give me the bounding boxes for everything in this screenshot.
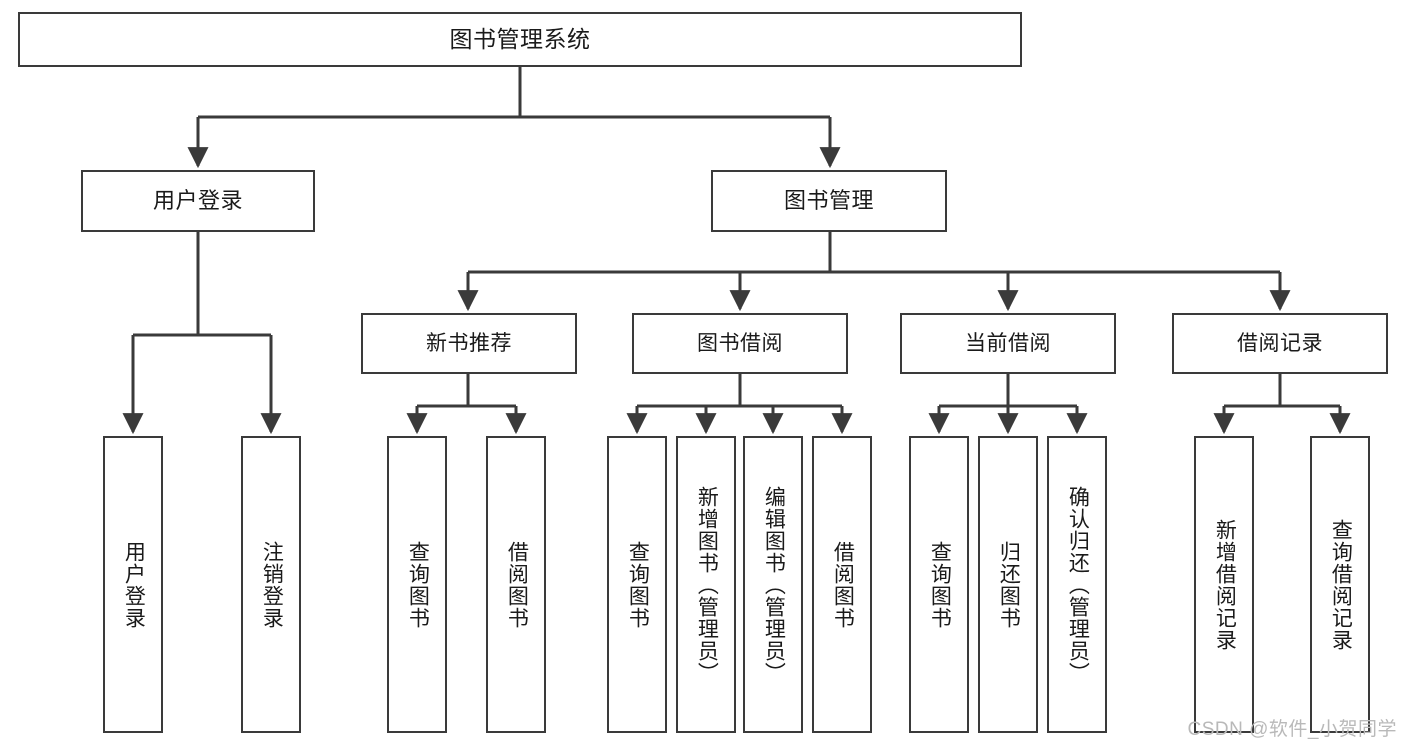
node-borrow-book-2[interactable]: 借阅图书 xyxy=(812,436,872,733)
node-borrow-record-label: 借阅记录 xyxy=(1237,331,1323,355)
node-root[interactable]: 图书管理系统 xyxy=(18,12,1022,67)
node-book-management[interactable]: 图书管理 xyxy=(711,170,947,232)
watermark: CSDN @软件_小贺同学 xyxy=(1187,719,1397,740)
node-new-book-recommend[interactable]: 新书推荐 xyxy=(361,313,577,374)
node-query-record-label: 查询借阅记录 xyxy=(1329,518,1353,651)
node-current-borrow[interactable]: 当前借阅 xyxy=(900,313,1116,374)
node-borrow-book-1-label: 借阅图书 xyxy=(505,540,529,629)
node-query-book-3-label: 查询图书 xyxy=(928,540,952,629)
node-user-login-label: 用户登录 xyxy=(152,187,243,213)
node-edit-book-label: 编辑图书（管理员） xyxy=(762,485,786,684)
node-new-book-recommend-label: 新书推荐 xyxy=(426,331,512,355)
node-user-login[interactable]: 用户登录 xyxy=(81,170,315,232)
node-book-borrow-label: 图书借阅 xyxy=(697,331,783,355)
node-edit-book[interactable]: 编辑图书（管理员） xyxy=(743,436,803,733)
node-logout[interactable]: 注销登录 xyxy=(241,436,301,733)
node-add-book-label: 新增图书（管理员） xyxy=(695,485,719,684)
node-login-label: 用户登录 xyxy=(122,540,146,629)
node-query-book-2-label: 查询图书 xyxy=(626,540,650,629)
node-return-book-label: 归还图书 xyxy=(997,540,1021,629)
node-query-book-1-label: 查询图书 xyxy=(406,540,430,629)
node-book-borrow[interactable]: 图书借阅 xyxy=(632,313,848,374)
node-borrow-book-2-label: 借阅图书 xyxy=(831,540,855,629)
node-current-borrow-label: 当前借阅 xyxy=(965,331,1051,355)
node-confirm-return[interactable]: 确认归还（管理员） xyxy=(1047,436,1107,733)
node-login[interactable]: 用户登录 xyxy=(103,436,163,733)
node-query-book-1[interactable]: 查询图书 xyxy=(387,436,447,733)
node-logout-label: 注销登录 xyxy=(260,540,284,629)
node-borrow-book-1[interactable]: 借阅图书 xyxy=(486,436,546,733)
node-add-record[interactable]: 新增借阅记录 xyxy=(1194,436,1254,733)
node-query-book-2[interactable]: 查询图书 xyxy=(607,436,667,733)
node-add-record-label: 新增借阅记录 xyxy=(1213,518,1237,651)
node-add-book[interactable]: 新增图书（管理员） xyxy=(676,436,736,733)
node-root-label: 图书管理系统 xyxy=(449,25,591,52)
node-book-management-label: 图书管理 xyxy=(783,187,874,213)
node-query-book-3[interactable]: 查询图书 xyxy=(909,436,969,733)
node-return-book[interactable]: 归还图书 xyxy=(978,436,1038,733)
node-borrow-record[interactable]: 借阅记录 xyxy=(1172,313,1388,374)
node-query-record[interactable]: 查询借阅记录 xyxy=(1310,436,1370,733)
node-confirm-return-label: 确认归还（管理员） xyxy=(1066,485,1090,684)
